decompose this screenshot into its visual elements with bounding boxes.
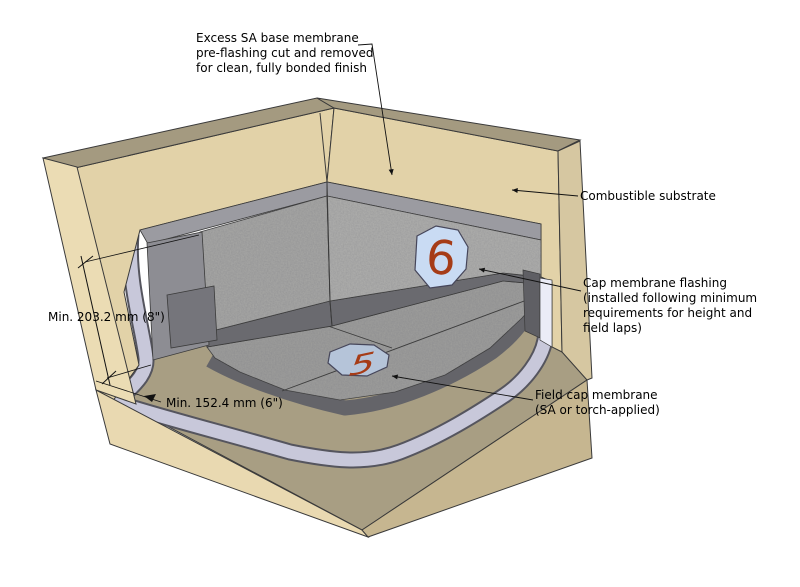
- badge-5-octagon: [327, 343, 390, 377]
- callout-line: for clean, fully bonded finish: [196, 61, 367, 75]
- extension-line-bottom: [106, 364, 152, 379]
- dimension-label-flashing-height: Min. 203.2 mm (8"): [48, 310, 165, 324]
- callout-line: (installed following minimum: [583, 291, 758, 305]
- left-wall-cap-flashing-texture: [200, 196, 330, 333]
- badge-6-number: 6: [424, 230, 459, 287]
- callout-line: Excess SA base membrane: [196, 31, 359, 45]
- left-wall-corner-patch: [166, 285, 218, 349]
- leader-field-cap-membrane: [391, 374, 534, 401]
- callout-cap-membrane-flashing: Cap membrane flashing (installed followi…: [583, 276, 757, 336]
- callout-combustible-substrate: Combustible substrate: [580, 189, 716, 203]
- callout-field-cap-membrane: Field cap membrane (SA or torch-applied): [535, 388, 660, 418]
- right-cut-membrane-strip: [539, 277, 553, 348]
- leader-excess-membrane: [357, 43, 394, 176]
- floor-lap-seam: [281, 296, 536, 392]
- marker-badges: 6 5: [327, 225, 469, 384]
- callout-line: requirements for height and: [583, 306, 753, 320]
- callout-line: pre-flashing cut and removed: [196, 46, 374, 60]
- dimension-graphics: [77, 43, 582, 403]
- callout-line: (SA or torch-applied): [535, 403, 660, 417]
- callout-excess-membrane: Excess SA base membrane pre-flashing cut…: [196, 31, 374, 76]
- dimension-label-field-lap: Min. 152.4 mm (6"): [166, 396, 283, 410]
- badge-6-octagon: [414, 225, 469, 289]
- lap-edge-solid: [327, 325, 393, 349]
- field-cap-membrane-floor-texture: [207, 281, 538, 400]
- leader-cap-membrane-flashing: [478, 267, 582, 292]
- left-wall-cut-face: [42, 157, 137, 405]
- wall-corner-edge: [319, 112, 333, 327]
- right-wall-cut-face: [557, 140, 593, 381]
- callout-line: Field cap membrane: [535, 388, 658, 402]
- dimension-line-height: [80, 255, 111, 386]
- slab-right-cut-face: [361, 379, 593, 538]
- extension-line-top: [84, 234, 200, 263]
- callout-line: field laps): [583, 321, 642, 335]
- callout-line: Cap membrane flashing: [583, 276, 727, 290]
- sa-base-membrane-strip: [111, 233, 554, 467]
- floor-flashing-band: [206, 297, 541, 416]
- parapet: [41, 97, 593, 539]
- field-lap-arrowhead: [144, 394, 156, 402]
- leader-combustible-substrate: [511, 188, 579, 197]
